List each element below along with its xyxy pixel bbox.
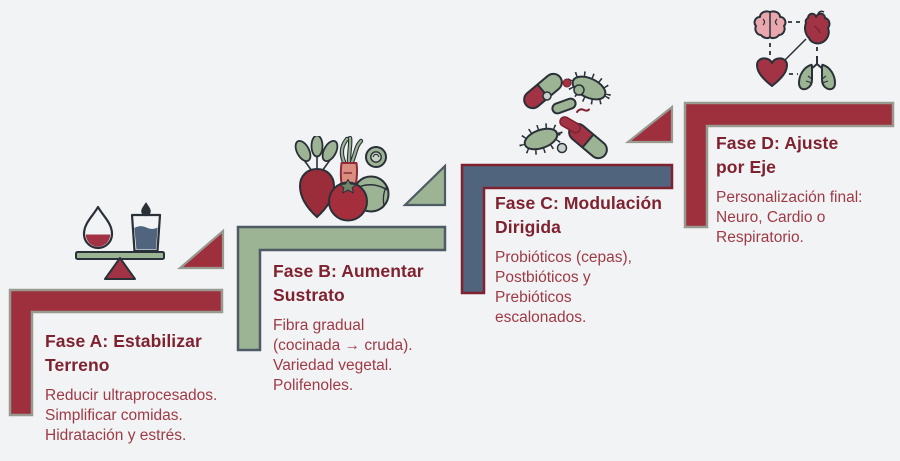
microbe-dot-red	[562, 78, 572, 88]
connector-bc-triangle	[402, 163, 447, 207]
microbe-bean-red	[559, 116, 582, 134]
phase-c-body: Probióticos (cepas), Postbióticos y Preb…	[495, 249, 632, 326]
step-c-bar	[460, 163, 674, 295]
balance-fulcrum	[104, 257, 136, 280]
beet-body	[298, 167, 336, 219]
microbe-dot-gray-bottom	[556, 142, 568, 154]
balance-scale-icon	[75, 202, 165, 280]
glass-water	[134, 226, 158, 250]
beet-leaves	[294, 136, 339, 179]
phase-b-title: Fase B: Aumentar Sustrato	[273, 261, 424, 305]
step-a-bar	[8, 288, 224, 417]
phase-d-text: Fase D: Ajuste por Eje Personalización f…	[716, 131, 896, 248]
phase-a-body: Reducir ultraprocesados. Simplificar com…	[45, 387, 218, 444]
phase-c-text: Fase C: Modulación Dirigida Probióticos …	[495, 191, 700, 328]
brain-icon	[753, 10, 787, 40]
organs-icon	[753, 10, 837, 91]
small-droplet-icon	[141, 202, 151, 217]
lungs-icon	[797, 56, 837, 91]
capsule-icon-top	[523, 72, 563, 110]
droplet-liquid	[85, 234, 111, 247]
microbe-tiny-dot	[557, 132, 561, 136]
microbe-bean-green	[551, 97, 577, 115]
phase-c-title: Fase C: Modulación Dirigida	[495, 193, 663, 237]
vegetables-icon	[294, 136, 390, 222]
connector-ab-triangle	[177, 228, 225, 270]
phase-d-title: Fase D: Ajuste por Eje	[716, 133, 839, 177]
phase-b-text: Fase B: Aumentar Sustrato Fibra gradual …	[273, 259, 473, 396]
tomato-icon	[328, 179, 368, 222]
step-b-bar	[236, 225, 447, 352]
microbiome-icon	[519, 71, 611, 160]
microbe-squiggle	[576, 108, 590, 113]
heart-icon	[756, 57, 788, 87]
connector-cd-triangle	[624, 104, 674, 144]
anatomical-heart-icon	[804, 10, 831, 45]
cut-vegetable-icon	[365, 146, 387, 168]
bacteria-icon-bottom	[519, 123, 563, 155]
phase-b-body: Fibra gradual (cocinada → cruda). Varied…	[273, 317, 413, 394]
phase-a-text: Fase A: Estabilizar Terreno Reducir ultr…	[45, 329, 250, 446]
carrot-fronds	[339, 136, 364, 165]
phase-a-title: Fase A: Estabilizar Terreno	[45, 331, 202, 375]
phase-d-body: Personalización final: Neuro, Cardio o R…	[716, 189, 863, 246]
microbe-dot-green	[573, 84, 585, 96]
microbe-dot-gray-left	[542, 91, 552, 101]
step-d-bar	[683, 101, 895, 229]
